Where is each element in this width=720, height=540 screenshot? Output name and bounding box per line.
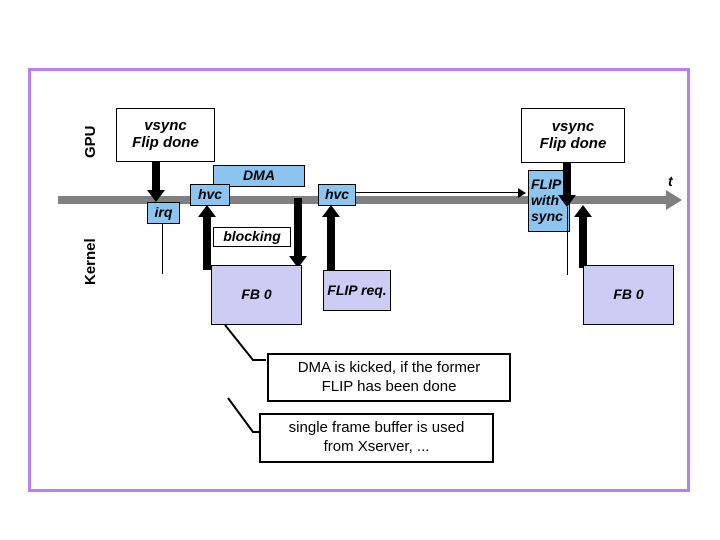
callout-single-frame-buffer: single frame buffer is used from Xserver… xyxy=(259,413,494,463)
timeline-arrowhead-icon xyxy=(666,190,682,210)
irq-box: irq xyxy=(147,202,180,224)
callout-dma-kicked: DMA is kicked, if the former FLIP has be… xyxy=(267,353,511,402)
flip-req-box: FLIP req. xyxy=(323,270,391,311)
slide-border xyxy=(28,68,690,492)
vsync-flip-done-box-left: vsync Flip done xyxy=(116,108,215,162)
hvc-box-1: hvc xyxy=(190,184,230,206)
flip-done-kernel-connector xyxy=(567,207,568,275)
vsync-flip-done-box-right: vsync Flip done xyxy=(521,108,625,163)
hvc2-to-flip-arrowhead-icon xyxy=(518,188,526,198)
fb0-box-left: FB 0 xyxy=(211,265,302,325)
hvc2-to-flip-connector xyxy=(356,192,521,193)
fb0-box-right: FB 0 xyxy=(583,265,674,325)
dma-box: DMA xyxy=(213,165,305,187)
blocking-box: blocking xyxy=(213,227,291,247)
irq-kernel-connector xyxy=(162,224,163,274)
timeline-axis xyxy=(58,196,673,204)
timeline-axis-label: t xyxy=(668,173,673,189)
